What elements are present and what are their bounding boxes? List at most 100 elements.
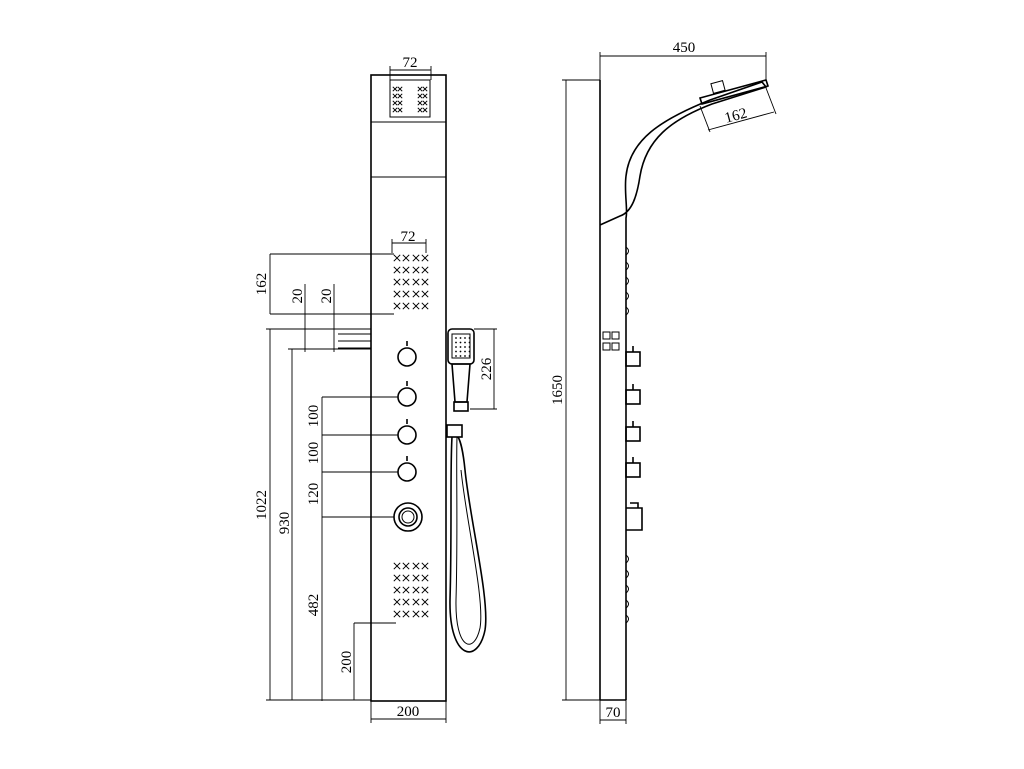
- dim-label-482: 482: [306, 594, 322, 617]
- spray-hole-icon: [468, 355, 471, 357]
- spray-hole-icon: [464, 346, 466, 348]
- dim-jet-array-height: 162: [254, 253, 394, 315]
- body-jet-nozzle-icon: [412, 254, 420, 262]
- body-jet-nozzle-icon: [421, 574, 429, 582]
- valve-knob-3: [397, 419, 417, 445]
- spray-hole-icon: [464, 337, 466, 339]
- spray-hole-icon: [459, 355, 462, 357]
- top-jet-nozzle-icon: [397, 86, 403, 92]
- spray-hole-icon: [459, 346, 462, 348]
- front-view: 72 72 162 20 20: [254, 55, 497, 723]
- top-jet-nozzle-icon: [417, 93, 423, 99]
- body-jet-nozzle-icon: [421, 610, 429, 618]
- body-jet-nozzle-icon: [393, 562, 401, 570]
- body-jet-nozzle-icon: [412, 574, 420, 582]
- top-jet-nozzle-icon: [422, 100, 428, 106]
- dim-projection: 450: [599, 40, 767, 80]
- top-jet-nozzle-icon: [392, 93, 398, 99]
- dim-label-120: 120: [306, 483, 322, 506]
- body-jet-nozzle-icon: [421, 278, 429, 286]
- top-jet-nozzle-icon: [422, 93, 428, 99]
- body-jet-nozzle-icon: [412, 266, 420, 274]
- side-jet-icon: [625, 569, 629, 579]
- dim-overhead-width: 162: [699, 87, 777, 133]
- dim-label-930: 930: [277, 512, 293, 535]
- dim-label-72-body: 72: [401, 229, 416, 245]
- dim-gap-b: 20: [319, 284, 335, 352]
- top-jet-nozzle-icon: [392, 86, 398, 92]
- dim-label-162: 162: [254, 273, 270, 296]
- spray-hole-icon: [459, 350, 462, 353]
- dim-valve-pitch: 100 100 120 482: [306, 396, 398, 701]
- dim-label-1022: 1022: [254, 490, 270, 520]
- dim-label-1650: 1650: [550, 375, 566, 405]
- dim-label-70: 70: [606, 705, 621, 721]
- side-jet-icon: [625, 614, 629, 624]
- dim-handshower-length: 226: [470, 328, 497, 410]
- side-jet-icon: [625, 261, 629, 271]
- top-jet-nozzle-icon: [392, 107, 398, 113]
- panel-front-outline: [370, 74, 447, 702]
- lower-body-jets: [393, 562, 429, 618]
- body-jet-nozzle-icon: [393, 302, 401, 310]
- dim-height-1022: 1022: [254, 328, 371, 701]
- body-jet-nozzle-icon: [402, 586, 410, 594]
- side-jet-icon: [625, 306, 629, 316]
- top-jet-nozzle-icon: [417, 107, 423, 113]
- dim-gap-a: 20: [290, 284, 310, 352]
- dim-height-200: 200: [339, 622, 396, 700]
- spray-hole-icon: [464, 350, 466, 353]
- top-jet-icons: [392, 86, 428, 113]
- spray-hole-icon: [459, 341, 462, 344]
- dim-label-20-a: 20: [290, 289, 306, 304]
- dim-label-226: 226: [479, 357, 495, 380]
- spray-hole-icon: [455, 337, 457, 339]
- dim-label-162-side: 162: [723, 105, 749, 126]
- top-jet-nozzle-icon: [422, 86, 428, 92]
- spray-hole-icon: [455, 341, 457, 344]
- side-jet-icon: [625, 246, 629, 256]
- body-jet-nozzle-icon: [393, 574, 401, 582]
- side-jet-icon: [625, 584, 629, 594]
- body-jet-nozzle-icon: [421, 562, 429, 570]
- spray-hole-icon: [455, 350, 457, 353]
- top-jet-nozzle-icon: [417, 100, 423, 106]
- side-jet-icon: [625, 276, 629, 286]
- dim-label-200-width: 200: [397, 704, 420, 720]
- top-jet-nozzle-icon: [397, 100, 403, 106]
- top-jet-strip: [389, 79, 431, 118]
- side-jet-icon: [625, 291, 629, 301]
- body-jet-nozzle-icon: [421, 586, 429, 594]
- body-jet-nozzle-icon: [402, 562, 410, 570]
- dim-height-930: 930: [277, 348, 371, 700]
- side-valve-4: [625, 457, 641, 478]
- body-jet-nozzle-icon: [412, 290, 420, 298]
- dim-label-450: 450: [673, 40, 696, 56]
- top-jet-nozzle-icon: [397, 93, 403, 99]
- body-jet-nozzle-icon: [393, 598, 401, 606]
- dim-label-72-top: 72: [403, 55, 418, 71]
- body-jet-nozzle-icon: [402, 610, 410, 618]
- spray-hole-icon: [455, 346, 457, 348]
- hand-shower: [446, 328, 487, 653]
- body-jet-nozzle-icon: [412, 278, 420, 286]
- body-jet-nozzle-icon: [393, 266, 401, 274]
- spray-hole-icon: [464, 355, 466, 357]
- body-jet-nozzle-icon: [402, 278, 410, 286]
- body-jet-nozzle-icon: [412, 598, 420, 606]
- body-jet-nozzle-icon: [421, 254, 429, 262]
- body-jet-nozzle-icon: [412, 586, 420, 594]
- body-jet-nozzle-icon: [402, 254, 410, 262]
- dim-total-height: 1650: [550, 79, 600, 701]
- dim-top-jet-width: 72: [389, 55, 432, 80]
- side-valve-2: [625, 384, 641, 405]
- overhead-shower-side: [698, 79, 770, 105]
- side-jets: [625, 246, 629, 624]
- top-jet-nozzle-icon: [392, 100, 398, 106]
- body-jet-nozzle-icon: [393, 290, 401, 298]
- body-jet-nozzle-icon: [412, 610, 420, 618]
- dim-panel-width: 200: [370, 701, 447, 723]
- side-jet-icon: [625, 554, 629, 564]
- body-jet-nozzle-icon: [393, 254, 401, 262]
